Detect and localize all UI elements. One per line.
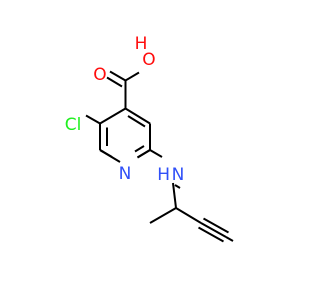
bond-c6-nh [149,149,163,158]
bond-c4-c5 [124,107,151,125]
alkyne-bond-3 [198,226,224,243]
bond-ccooh-o-double-b [106,76,123,88]
bond-ccooh-oh [124,71,140,82]
bond-ch-alkyne [175,207,202,224]
bond-c6-n-double [134,145,145,153]
alkyne-terminal [225,236,234,242]
bond-c1-ring-n [99,149,113,158]
alkyne-bond-2 [203,217,229,234]
bond-c4-c3 [99,107,127,125]
amine-nitrogen-label: N [172,165,185,185]
ring-nitrogen-label: N [119,164,132,184]
structure-svg: H O O Cl N N H [65,34,234,243]
bond-nh-ch [174,184,181,189]
alkyne-bond-1 [200,222,227,238]
bond-ch-methyl [149,207,177,224]
bond-ccooh-o-double-a [109,70,127,82]
bond-nh-ch-main [172,182,177,209]
bond-c4-c5-double [127,115,146,128]
ring-n-bonds [99,149,151,159]
bond-ring-n-c6 [136,149,151,159]
chlorine-label: Cl [65,115,82,135]
carbonyl-o-label: O [93,65,106,85]
bond-c3-cl [85,114,101,125]
hydroxyl-h-label: H [135,34,148,54]
hydroxyl-o-label: O [142,50,155,70]
bonds [85,70,234,243]
amine-h-label: H [157,165,170,185]
molecule-diagram: H O O Cl N N H [64,34,234,243]
